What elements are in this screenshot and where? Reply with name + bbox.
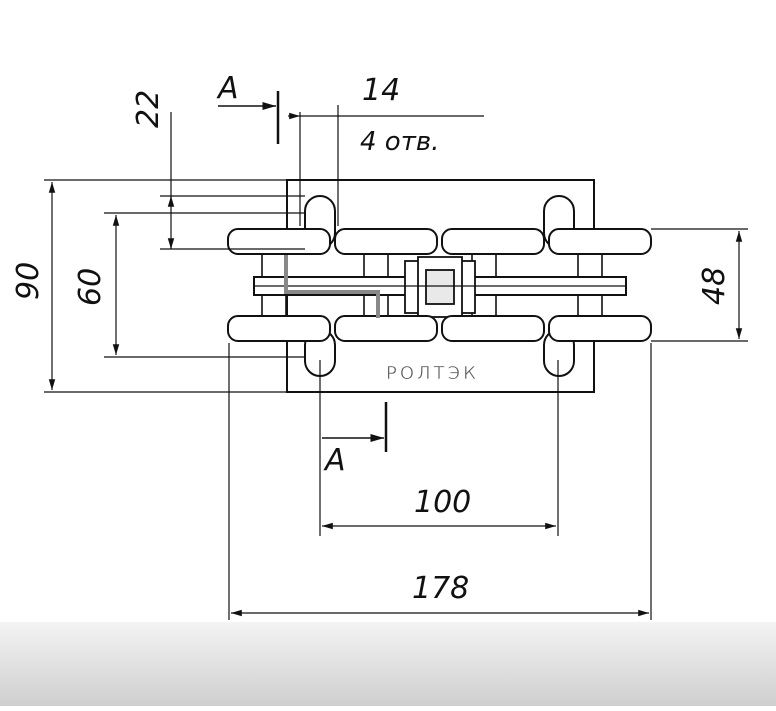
bottom-shadow-band	[0, 622, 776, 706]
section-label-bottom: А	[323, 443, 346, 478]
dim-text-hole-spacing: 100	[414, 485, 471, 520]
dim-hole-spacing	[319, 360, 559, 536]
dim-hole-width	[288, 105, 484, 226]
dim-text-hole-width: 14	[362, 73, 400, 108]
dim-text-overall-length: 178	[412, 571, 469, 606]
section-marker-bottom: А	[322, 402, 388, 478]
hole-note: 4 отв.	[360, 127, 439, 157]
dim-overall-length	[228, 343, 652, 620]
dim-text-hole-height: 22	[131, 90, 166, 128]
dim-text-inner-height: 60	[73, 268, 108, 306]
dim-inner-height	[104, 212, 305, 358]
brand-label: РОЛТЭК	[386, 363, 479, 384]
dim-text-roller-span: 48	[697, 267, 732, 305]
dim-overall-height	[44, 179, 287, 393]
section-line-trace	[284, 255, 380, 318]
rollers-bottom-row	[227, 315, 652, 342]
center-hub	[404, 256, 476, 318]
rollers-top-row	[227, 228, 652, 255]
dim-text-overall-height: 90	[11, 262, 46, 300]
section-label-top: А	[216, 71, 239, 106]
dim-roller-span	[651, 228, 748, 342]
section-marker-top: А	[216, 71, 280, 144]
